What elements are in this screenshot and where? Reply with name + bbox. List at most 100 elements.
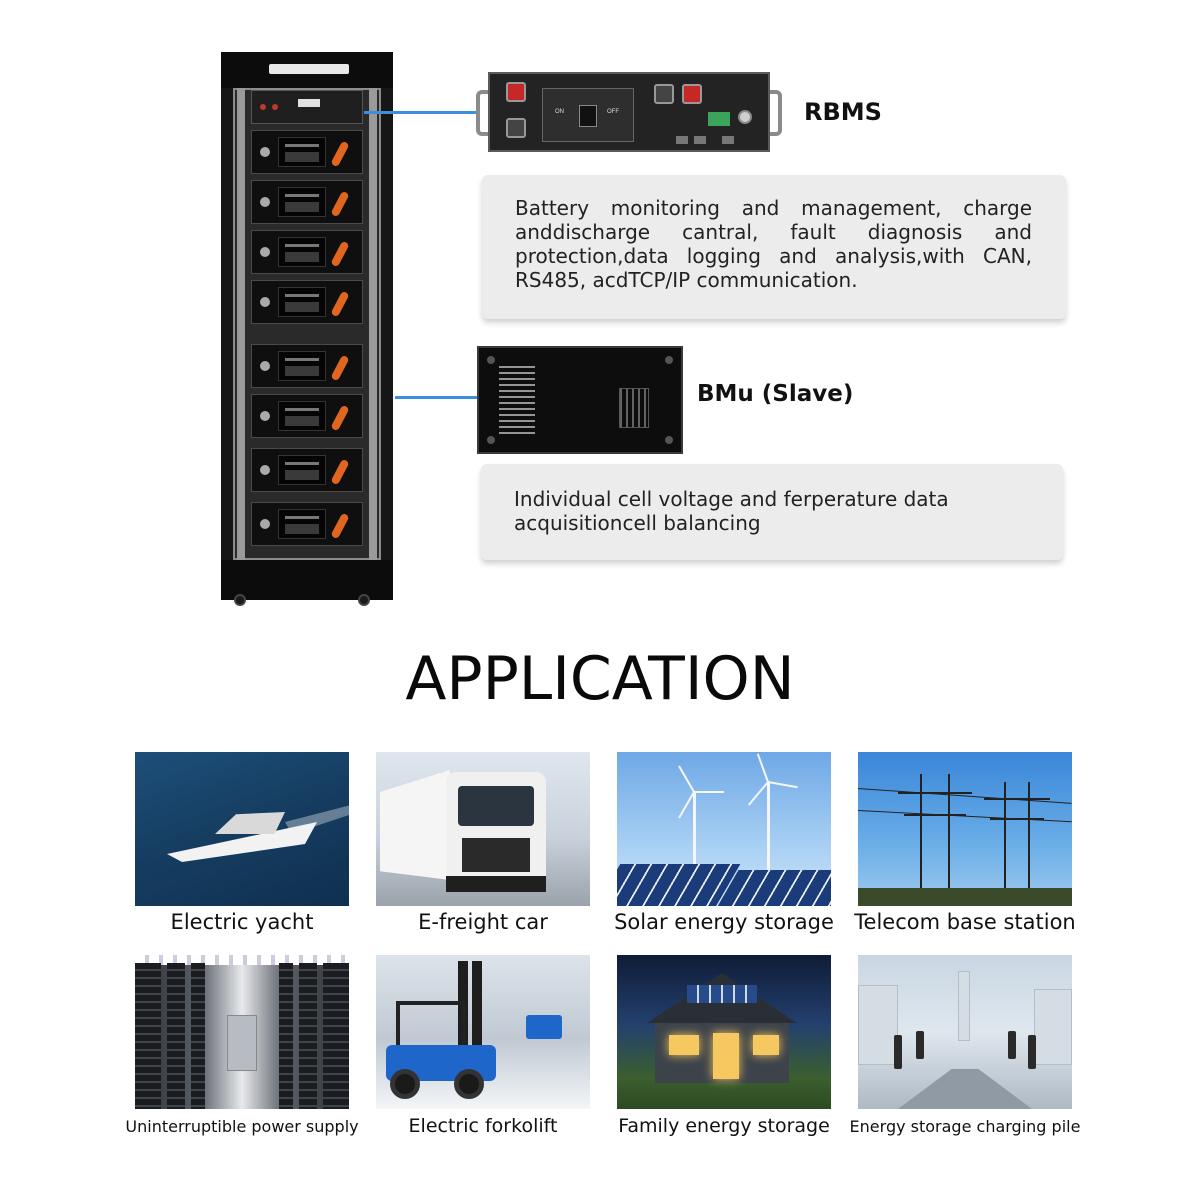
module-knob: [260, 247, 270, 257]
server-rack: [191, 963, 205, 1109]
rack-rbms-unit: [251, 90, 363, 124]
bmu-description: Individual cell voltage and ferperature …: [514, 487, 949, 535]
charging-pile: [1028, 1035, 1036, 1069]
charging-pile: [894, 1035, 902, 1069]
application-tile-ups: Uninterruptible power supply: [125, 955, 359, 1136]
battery-module: [251, 394, 363, 438]
truck-window: [458, 786, 534, 826]
rbms-terminal: [506, 118, 526, 138]
wind-turbine-blade: [756, 753, 769, 783]
forklift-cab: [396, 1001, 466, 1061]
telecom-base-station-image: [858, 752, 1072, 906]
building: [958, 971, 970, 1041]
rbms-description: Battery monitoring and management, charg…: [515, 196, 1032, 292]
battery-rack-cabinet: [221, 52, 393, 600]
wind-turbine-pole: [693, 792, 696, 872]
battery-module: [251, 130, 363, 174]
module-knob: [260, 197, 270, 207]
module-knob: [260, 519, 270, 529]
rack-base: [221, 560, 393, 600]
module-display: [278, 351, 326, 381]
charging-pile: [1008, 1031, 1016, 1059]
rbms-description-box: Battery monitoring and management, charg…: [482, 175, 1066, 319]
rack-top-slot: [269, 64, 349, 74]
rbms-switch-on-label: ON: [555, 109, 564, 115]
house-window: [753, 1035, 779, 1055]
battery-module: [251, 180, 363, 224]
module-display: [278, 401, 326, 431]
e-freight-car-image: [376, 752, 590, 906]
rbms-comm-port: [676, 136, 688, 144]
application-tile-charging-pile: Energy storage charging pile: [850, 955, 1080, 1136]
rbms-terminal: [654, 84, 674, 104]
module-display: [278, 509, 326, 539]
rbms-switch-off-label: OFF: [607, 109, 619, 115]
application-caption: Solar energy storage: [614, 910, 834, 934]
house-window: [713, 1033, 739, 1079]
application-caption: Electric forkolift: [408, 1115, 558, 1137]
application-tile-telecom-base-station: Telecom base station: [854, 752, 1076, 934]
module-knob: [260, 297, 270, 307]
bmu-connector-line: [395, 396, 477, 399]
charging-pile-image: [858, 955, 1072, 1109]
battery-module: [251, 230, 363, 274]
rack-top: [221, 52, 393, 88]
rbms-terminal-positive: [506, 82, 526, 102]
forklift-mast: [472, 961, 482, 1081]
forklift-wheel: [454, 1069, 484, 1099]
bmu-mount-hole: [487, 436, 495, 444]
rbms-comm-port: [694, 136, 706, 144]
application-caption: E-freight car: [418, 910, 548, 934]
rbms-device-image: ON OFF: [476, 70, 782, 154]
module-cable: [330, 140, 350, 168]
module-cable: [330, 512, 350, 540]
transmission-tower: [920, 774, 950, 894]
bmu-mount-hole: [487, 356, 495, 364]
module-cable: [330, 458, 350, 486]
module-knob: [260, 465, 270, 475]
application-tile-e-freight-car: E-freight car: [376, 752, 590, 934]
ceiling-lights: [135, 955, 349, 965]
bmu-connector-block: [619, 388, 649, 428]
road: [898, 1069, 1032, 1109]
module-display: [278, 287, 326, 317]
rbms-power-button: [738, 110, 752, 124]
wind-turbine-blade: [767, 781, 798, 789]
module-cable: [330, 190, 350, 218]
wind-turbine-blade: [747, 781, 769, 806]
module-display: [278, 137, 326, 167]
rbms-handle-left: [476, 90, 494, 136]
module-cable: [330, 290, 350, 318]
power-wire: [858, 810, 1072, 823]
server-rack: [299, 963, 317, 1109]
module-display: [278, 455, 326, 485]
rbms-comm-port: [722, 136, 734, 144]
rbms-green-connector: [708, 112, 730, 126]
rack-rbms-screen: [298, 99, 320, 107]
rbms-label: RBMS: [804, 98, 882, 126]
battery-module: [251, 448, 363, 492]
rbms-power-switch: [579, 105, 597, 127]
application-tile-solar-energy-storage: Solar energy storage: [614, 752, 834, 934]
application-caption: Energy storage charging pile: [849, 1117, 1081, 1136]
rbms-front-panel: ON OFF: [488, 72, 770, 152]
server-rack: [323, 963, 349, 1109]
module-knob: [260, 411, 270, 421]
application-tile-electric-yacht: Electric yacht: [135, 752, 349, 934]
battery-module: [251, 280, 363, 324]
bmu-device-image: [477, 346, 683, 454]
server-rack: [167, 963, 185, 1109]
module-cable: [330, 404, 350, 432]
house-solar-panel: [687, 985, 757, 1003]
battery-module: [251, 344, 363, 388]
truck-bumper: [446, 876, 546, 892]
module-cable: [330, 240, 350, 268]
building: [1034, 989, 1072, 1065]
module-knob: [260, 361, 270, 371]
rack-rbms-dot: [272, 104, 278, 110]
application-caption: Telecom base station: [854, 910, 1076, 934]
application-tile-family-energy-storage: Family energy storage: [617, 955, 831, 1137]
transmission-tower: [1004, 782, 1030, 894]
rbms-connector-line: [364, 111, 478, 114]
ups-data-center-image: [135, 955, 349, 1109]
